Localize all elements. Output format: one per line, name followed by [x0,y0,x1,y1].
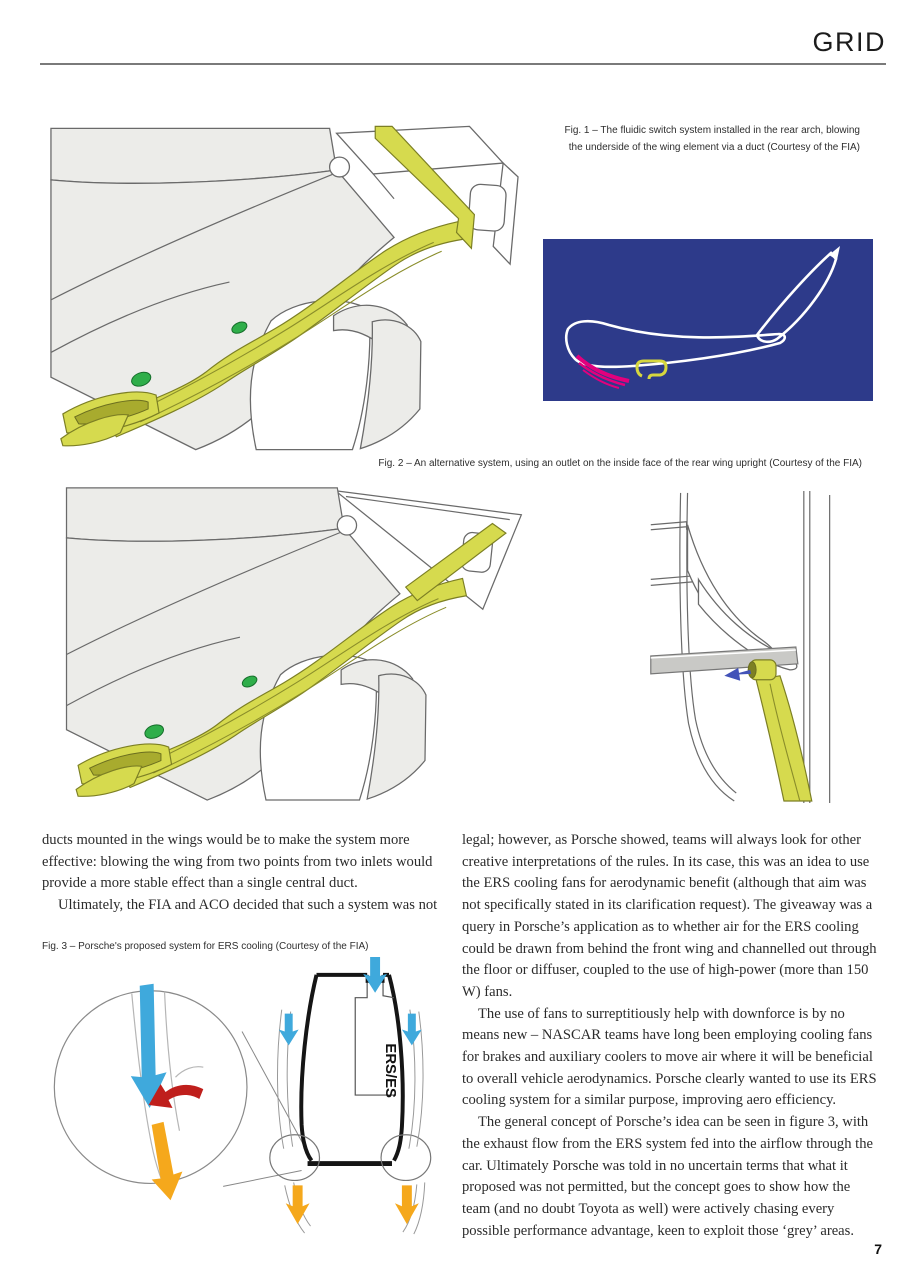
callout-lines [223,1031,306,1187]
ers-label: ERS/ES [382,1043,398,1098]
fig2-rear-arch-illustration [65,487,523,801]
blown-air-streamlines [575,354,630,389]
paragraph: legal; however, as Porsche showed, teams… [462,832,877,1000]
paragraph: The general concept of Porsche’s idea ca… [462,1114,873,1239]
internal-duct-lines [354,982,396,1096]
page-header-title: GRID [812,27,886,57]
main-wing-outline [564,319,787,369]
airflow-arrow-orange [151,1121,183,1201]
airflow-arrow-blue [724,667,752,681]
fig3-caption: Fig. 3 – Porsche's proposed system for E… [42,941,369,952]
duct-leg [755,675,813,802]
exhaust-arrows-orange [285,1185,419,1225]
inlet-arrows-blue [278,956,422,1046]
paragraph: The use of fans to surreptitiously help … [462,1005,877,1109]
fig1-caption: Fig. 1 – The fluidic switch system insta… [564,125,860,153]
header-rule [40,63,886,65]
article-left-column: ducts mounted in the wings would be to m… [42,830,448,917]
flap-outline [755,251,838,344]
fig2-caption: Fig. 2 – An alternative system, using an… [378,458,862,469]
paragraph: Ultimately, the FIA and ACO decided that… [58,897,438,914]
wheels [269,1134,432,1182]
paragraph: ducts mounted in the wings would be to m… [42,832,433,892]
article-right-column: legal; however, as Porsche showed, teams… [462,830,882,1242]
fig3-ers-cooling-diagram: ERS/ES [53,956,432,1235]
fig2-wing-upright-closeup [650,490,831,803]
page-number: 7 [874,1241,882,1257]
wing-element-bar [650,646,799,675]
fig1-wing-section-panel [543,239,873,401]
fig1-rear-arch-illustration [50,125,519,451]
airflow-arrow-red [148,1084,204,1108]
airflow-arrow-blue [130,983,167,1108]
flap-tip [829,246,840,260]
duct-outlet-outline [635,359,668,380]
